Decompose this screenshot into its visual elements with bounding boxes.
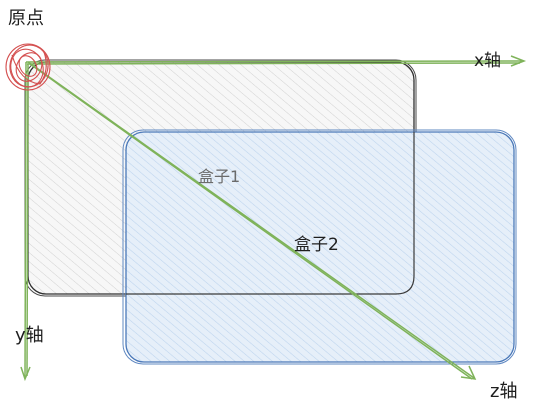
origin-marker — [5, 43, 51, 91]
x-axis-label: x轴 — [474, 51, 502, 71]
box-2[interactable] — [122, 129, 517, 365]
z-axis — [27, 61, 477, 380]
z-axis-label: z轴 — [490, 381, 518, 402]
y-axis-label: y轴 — [15, 325, 44, 346]
box-1-overlap-outline — [126, 132, 415, 295]
box-2-label: 盒子2 — [294, 235, 339, 255]
origin-label: 原点 — [8, 8, 44, 29]
y-axis — [20, 61, 31, 382]
box-1-label: 盒子1 — [198, 167, 241, 186]
x-axis — [25, 55, 527, 67]
